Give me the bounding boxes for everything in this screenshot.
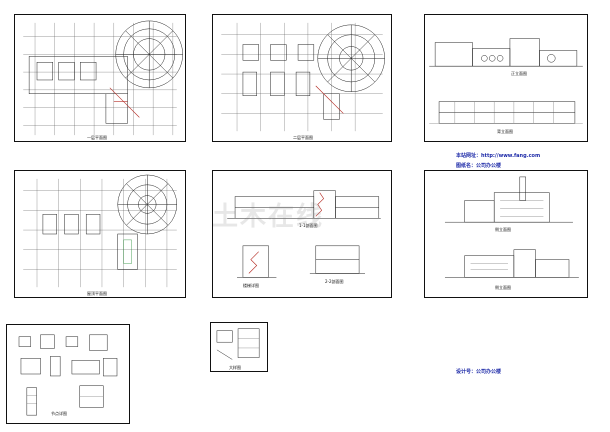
details-caption: 节点详图 [51, 411, 67, 416]
sections-drawing [227, 190, 381, 278]
plan-3-caption: 屋顶平面图 [87, 291, 107, 296]
elevation-front-caption: 正立面图 [511, 71, 527, 76]
details-drawing [18, 334, 118, 416]
small-detail-drawing [216, 328, 260, 360]
section-2-caption: 2-2剖面图 [325, 279, 344, 284]
sheet-details[interactable]: 节点详图 [6, 324, 130, 424]
note-site: 本站网址：http://www.fang.com [456, 153, 541, 159]
section-1-caption: 1-1剖面图 [299, 223, 318, 228]
sheet-elevations-bottom[interactable]: 侧立面图 侧立面图 [424, 170, 588, 298]
sheet-plan-3[interactable]: 屋顶平面图 [14, 170, 186, 298]
sheet-small-detail[interactable]: 大样图 [210, 322, 268, 372]
sheet-plan-2[interactable]: 二层平面图 [212, 14, 392, 142]
plan-2-drawing [221, 22, 385, 132]
note-design: 设计号：公司办公楼 [456, 369, 502, 375]
plan-1-caption: 一层平面图 [87, 135, 107, 140]
small-detail-caption: 大样图 [229, 365, 241, 370]
plan-2-caption: 二层平面图 [293, 135, 313, 140]
side-elevation-a-caption: 侧立面图 [495, 227, 511, 232]
note-name: 图纸名：公司办公楼 [456, 163, 502, 169]
elevations-bottom-drawing [444, 176, 579, 278]
elevations-top-drawing [429, 38, 583, 124]
sheet-sections[interactable]: 1-1剖面图 楼梯详图 2-2剖面图 [212, 170, 392, 298]
sheet-elevations-top[interactable]: 正立面图 背立面图 [424, 14, 588, 142]
stair-detail-caption: 楼梯详图 [243, 283, 259, 288]
elevation-back-caption: 背立面图 [497, 129, 513, 134]
side-elevation-b-caption: 侧立面图 [495, 285, 511, 290]
sheet-plan-1[interactable]: 一层平面图 [14, 14, 186, 142]
plan-1-drawing [23, 20, 183, 136]
watermark: 土木在线 [212, 202, 325, 232]
plan-3-drawing [23, 174, 178, 288]
